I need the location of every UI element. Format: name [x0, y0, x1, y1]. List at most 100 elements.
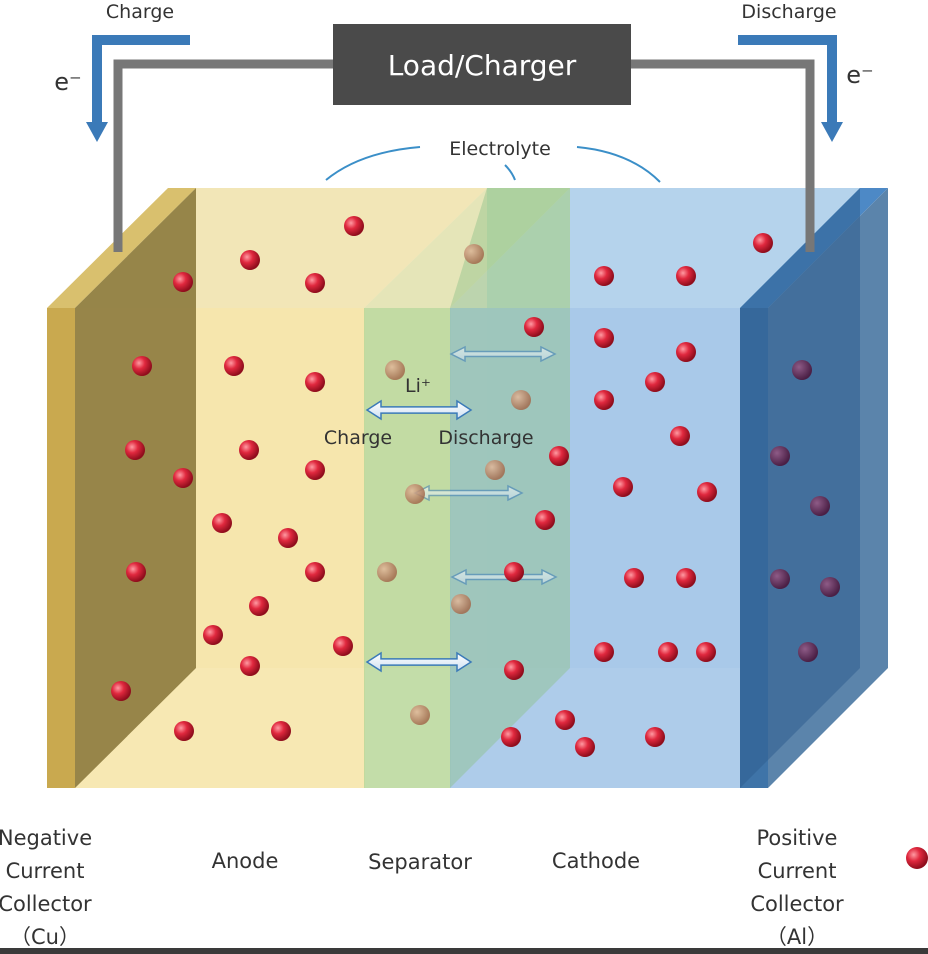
load-charger-label: Load/Charger: [388, 49, 577, 82]
negative-collector-line-4: （Cu）: [10, 925, 80, 949]
lithium-ion: [575, 737, 595, 757]
lithium-ion: [305, 460, 325, 480]
lithium-ion: [344, 216, 364, 236]
lithium-ion: [658, 642, 678, 662]
lithium-ion: [798, 642, 818, 662]
lithium-ion: [810, 496, 830, 516]
charge-direction-label: Charge: [324, 427, 392, 449]
positive-collector-label: Positive Current Collector （Al）: [732, 822, 862, 954]
lithium-ion: [613, 477, 633, 497]
electrolyte-callout: Electrolyte: [325, 138, 661, 183]
lithium-ion: [173, 272, 193, 292]
copper-collector-front: [47, 308, 75, 788]
negative-collector-label: Negative Current Collector （Cu）: [0, 822, 110, 954]
charge-electron-arrow: [86, 35, 190, 142]
negative-collector-line-1: Negative: [0, 826, 93, 850]
lithium-ion: [224, 356, 244, 376]
lithium-ion: [594, 266, 614, 286]
lithium-ion: [645, 727, 665, 747]
lithium-ion: [594, 642, 614, 662]
lithium-ion: [410, 705, 430, 725]
lithium-ion: [249, 596, 269, 616]
electron-left-label: e⁻: [54, 68, 81, 96]
lithium-ion: [305, 273, 325, 293]
discharge-direction-label: Discharge: [438, 427, 533, 449]
lithium-ion: [212, 513, 232, 533]
lithium-ion: [511, 390, 531, 410]
discharge-label-top: Discharge: [741, 1, 836, 23]
external-circuit: Load/Charger: [113, 24, 815, 252]
lithium-ion: [555, 710, 575, 730]
positive-collector-line-4: （Al）: [765, 925, 829, 949]
left-wire: [113, 59, 340, 252]
lithium-ion: [271, 721, 291, 741]
positive-collector-line-3: Collector: [750, 892, 844, 916]
battery-cell: [47, 188, 888, 788]
lithium-ion: [485, 460, 505, 480]
aluminum-collector-inner: [740, 188, 860, 788]
double-arrow-icon: [450, 568, 558, 586]
cathode-label: Cathode: [551, 849, 641, 873]
lithium-ion: [549, 446, 569, 466]
double-arrow-icon: [365, 399, 473, 421]
lithium-ion: [132, 356, 152, 376]
lithium-ion: [203, 625, 223, 645]
separator-region: [364, 308, 451, 788]
double-arrow-icon: [413, 484, 524, 502]
load-charger-box: [333, 24, 631, 105]
lithium-ion: [753, 233, 773, 253]
ion-migration-arrows: [365, 345, 558, 673]
lithium-ion: [173, 468, 193, 488]
lithium-ion: [624, 568, 644, 588]
lithium-ion: [670, 426, 690, 446]
lithium-ion: [524, 317, 544, 337]
lithium-ion: [464, 244, 484, 264]
anode-label: Anode: [211, 849, 279, 873]
lithium-ion: [676, 266, 696, 286]
lithium-ion: [770, 446, 790, 466]
lithium-ion-legend-icon: [906, 847, 928, 869]
double-arrow-icon: [449, 345, 557, 363]
right-wire: [626, 59, 815, 252]
lithium-ion: [696, 642, 716, 662]
lithium-ions: [111, 216, 840, 757]
lithium-ion: [820, 577, 840, 597]
lithium-ion: [333, 636, 353, 656]
separator-label: Separator: [368, 850, 472, 874]
lithium-ion: [501, 727, 521, 747]
discharge-electron-arrow: [738, 35, 843, 142]
lithium-ion: [240, 250, 260, 270]
lithium-ion: [126, 562, 146, 582]
lithium-ion: [504, 660, 524, 680]
negative-collector-line-2: Current: [5, 859, 85, 883]
lithium-ion: [451, 594, 471, 614]
double-arrow-icon: [365, 651, 473, 673]
lithium-ion: [504, 562, 524, 582]
lithium-ion: [239, 440, 259, 460]
positive-collector-line-2: Current: [757, 859, 837, 883]
lithium-ion: [676, 342, 696, 362]
lithium-ion: [676, 568, 696, 588]
lithium-ion: [645, 372, 665, 392]
copper-collector-side: [75, 188, 196, 788]
lithium-ion: [240, 656, 260, 676]
lithium-ion: [305, 562, 325, 582]
negative-collector-line-3: Collector: [0, 892, 92, 916]
li-ion-label: Li⁺: [405, 375, 431, 397]
lithium-ion: [278, 528, 298, 548]
lithium-ion: [174, 721, 194, 741]
lithium-ion: [305, 372, 325, 392]
charge-label-top: Charge: [106, 1, 174, 23]
lithium-ion: [594, 328, 614, 348]
cathode-region: [450, 308, 740, 788]
lithium-ion: [535, 510, 555, 530]
electron-right-label: e⁻: [846, 61, 873, 89]
lithium-ion: [111, 681, 131, 701]
electrolyte-label: Electrolyte: [449, 138, 551, 160]
lithium-ion: [125, 440, 145, 460]
lithium-ion: [594, 390, 614, 410]
lithium-ion: [385, 360, 405, 380]
lithium-ion: [770, 569, 790, 589]
bottom-strip: [0, 948, 928, 954]
